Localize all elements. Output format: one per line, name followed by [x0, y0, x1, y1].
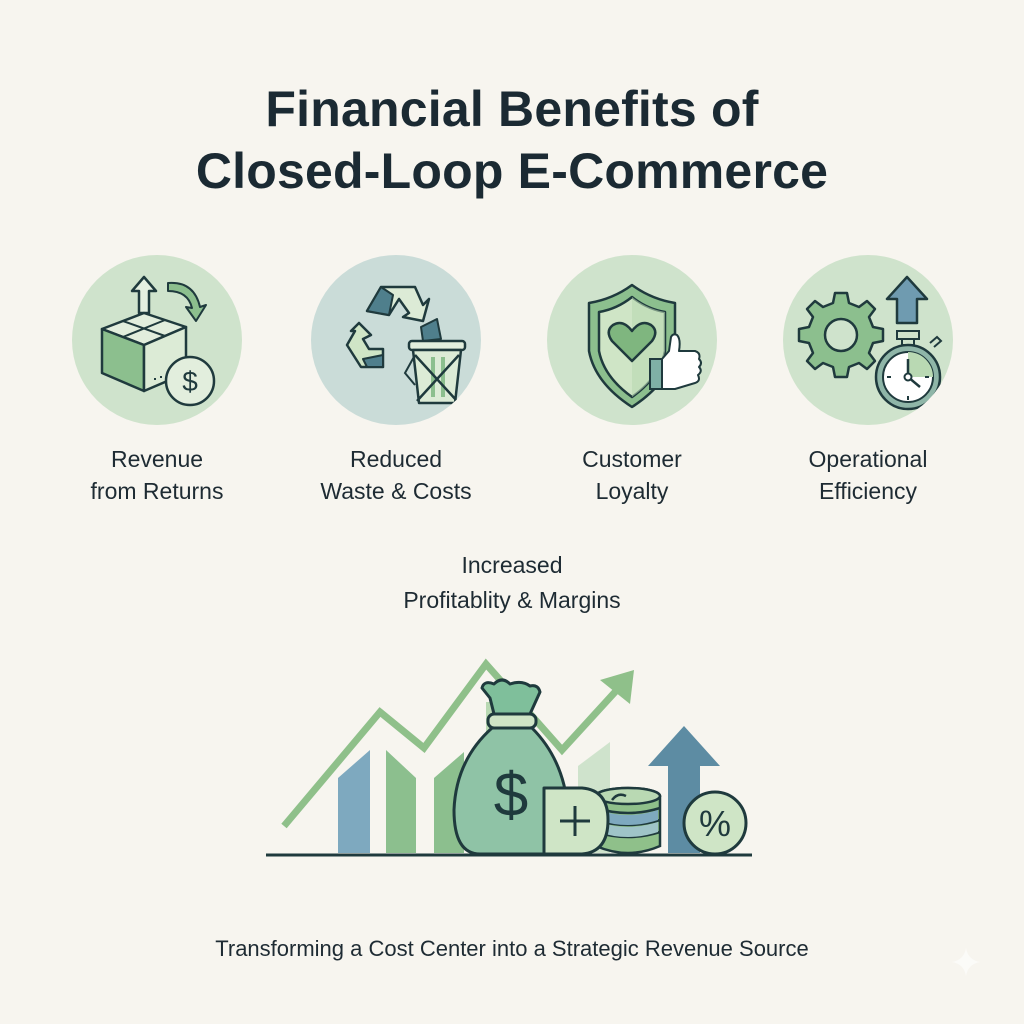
benefit-reduced-waste-costs: Reduced Waste & Costs — [276, 255, 516, 507]
shield-heart-thumbs-up-icon — [547, 255, 717, 425]
footer-tagline: Transforming a Cost Center into a Strate… — [215, 936, 809, 961]
growth-chart-money-bag-icon: $ % — [260, 650, 760, 870]
title-line-2: Closed-Loop E-Commerce — [195, 143, 829, 199]
recycle-trash-icon — [311, 255, 481, 425]
benefit-label: Operational Efficiency — [808, 446, 928, 504]
svg-text:%: % — [699, 803, 731, 844]
benefit-revenue-from-returns: $ Revenue from Returns — [37, 255, 277, 507]
page-title: Financial Benefits of Closed-Loop E-Comm… — [0, 78, 1024, 202]
svg-text:$: $ — [494, 761, 528, 830]
center-benefit-label: Increased Profitablity & Margins — [403, 552, 621, 613]
benefit-customer-loyalty: Customer Loyalty — [512, 255, 752, 507]
benefit-label: Customer Loyalty — [582, 446, 682, 504]
sparkle-icon — [952, 948, 980, 976]
benefit-label: Reduced Waste & Costs — [320, 446, 472, 504]
box-return-dollar-icon: $ — [72, 255, 242, 425]
svg-text:$: $ — [182, 366, 198, 397]
benefit-operational-efficiency: Operational Efficiency — [748, 255, 988, 507]
title-line-1: Financial Benefits of — [265, 81, 759, 137]
benefit-label: Revenue from Returns — [90, 446, 224, 504]
gear-stopwatch-arrow-icon — [783, 255, 953, 425]
